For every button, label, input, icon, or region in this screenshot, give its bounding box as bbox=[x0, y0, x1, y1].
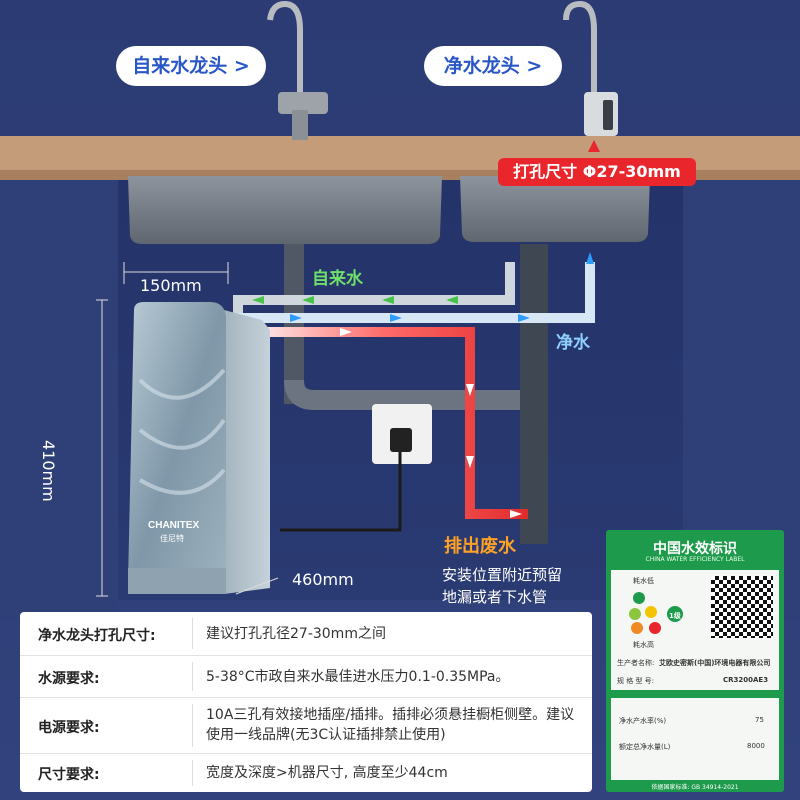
sink-right bbox=[460, 176, 650, 242]
purifier-side bbox=[224, 310, 270, 594]
table-row: 尺寸要求: 宽度及深度>机器尺寸, 高度至少44cm bbox=[20, 754, 592, 792]
tap-water-faucet-label: 自来水龙头 > bbox=[116, 46, 266, 86]
model-key: 规 格 型 号: bbox=[617, 677, 655, 685]
label-body: 耗水低 1级 耗水高 生产者名称: 艾欧史密斯(中国)环境电器有限公司 规 格 … bbox=[611, 570, 779, 780]
width-dimension: 150mm bbox=[140, 276, 202, 295]
rate-key: 净水产水率(%) bbox=[619, 717, 667, 725]
waste-water-flow-label: 排出废水 bbox=[444, 536, 516, 557]
grade-text: 1级 bbox=[669, 612, 681, 620]
table-row: 水源要求: 5-38°C市政自来水最佳进水压力0.1-0.35MPa。 bbox=[20, 656, 592, 698]
spec-value: 宽度及深度>机器尺寸, 高度至少44cm bbox=[206, 765, 448, 781]
sink-left bbox=[128, 176, 442, 244]
low-consumption-text: 耗水低 bbox=[633, 577, 654, 585]
rate-value: 75 bbox=[755, 716, 764, 724]
tap-faucet-body bbox=[278, 92, 328, 114]
spec-key: 电源要求: bbox=[38, 720, 100, 736]
grade-drops-icon bbox=[629, 592, 683, 634]
install-note-line2: 地漏或者下水管 bbox=[442, 588, 548, 606]
tap-water-flow-label: 自来水 bbox=[312, 269, 363, 289]
table-row: 电源要求: 10A三孔有效接地插座/插排。插排必须悬挂橱柜侧壁。建议使用一线品牌… bbox=[20, 698, 592, 754]
depth-dimension: 460mm bbox=[292, 570, 354, 589]
spec-table: 净水龙头打孔尺寸: 建议打孔孔径27-30mm之间 水源要求: 5-38°C市政… bbox=[20, 612, 592, 792]
spec-key: 水源要求: bbox=[38, 671, 100, 687]
spec-key: 净水龙头打孔尺寸: bbox=[38, 628, 156, 644]
water-efficiency-label: 中国水效标识 CHINA WATER EFFICIENCY LABEL 耗水低 … bbox=[606, 530, 784, 792]
high-consumption-text: 耗水高 bbox=[633, 641, 654, 649]
producer-value: 艾欧史密斯(中国)环境电器有限公司 bbox=[659, 659, 771, 667]
producer-key: 生产者名称: bbox=[617, 659, 655, 667]
label-title: 中国水效标识 bbox=[653, 541, 737, 557]
spec-value: 10A三孔有效接地插座/插排。插排必须悬挂橱柜侧壁。建议使用一线品牌(无3C认证… bbox=[206, 707, 575, 743]
label-subtitle: CHINA WATER EFFICIENCY LABEL bbox=[645, 556, 745, 563]
install-note-line1: 安装位置附近预留 bbox=[442, 566, 563, 584]
spec-value: 建议打孔孔径27-30mm之间 bbox=[206, 626, 386, 642]
spec-key: 尺寸要求: bbox=[38, 767, 100, 783]
model-value: CR3200AE3 bbox=[723, 676, 769, 684]
label-footer: 依据国家标准: GB 34914-2021 bbox=[651, 784, 739, 791]
volume-key: 额定总净水量(L) bbox=[619, 743, 671, 751]
pure-water-faucet-label: 净水龙头 > bbox=[424, 46, 562, 86]
spec-value: 5-38°C市政自来水最佳进水压力0.1-0.35MPa。 bbox=[206, 669, 510, 685]
table-row: 净水龙头打孔尺寸: 建议打孔孔径27-30mm之间 bbox=[20, 612, 592, 656]
brand-logo: CHANITEX bbox=[148, 520, 200, 531]
volume-value: 8000 bbox=[747, 742, 765, 750]
pure-water-flow-label: 净水 bbox=[556, 333, 590, 353]
height-dimension: 410mm bbox=[39, 440, 58, 502]
brand-logo-cn: 佳尼特 bbox=[160, 534, 184, 543]
drill-size-tag: 打孔尺寸 Φ27-30mm bbox=[498, 158, 696, 186]
qr-code bbox=[711, 576, 773, 638]
